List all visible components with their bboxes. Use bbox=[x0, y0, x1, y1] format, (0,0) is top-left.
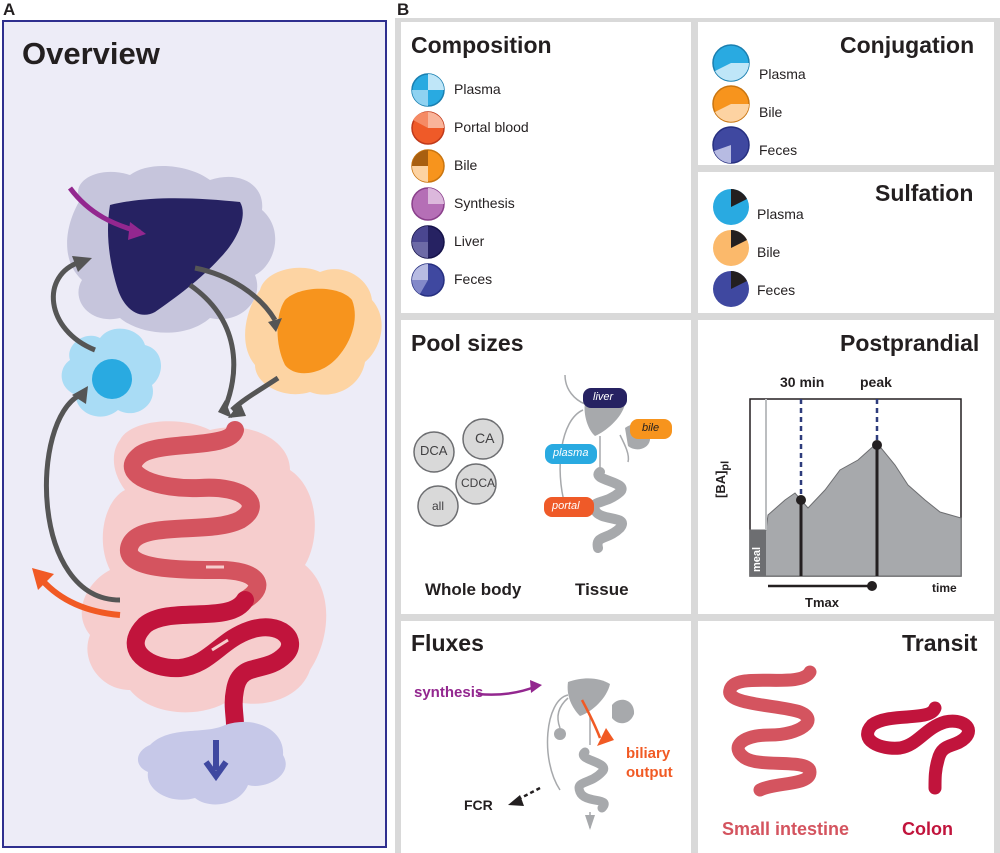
tissue-liver-label: liver bbox=[593, 391, 614, 403]
sulf-pie-plasma-icon bbox=[713, 189, 749, 225]
conjugation-legend-feces: Feces bbox=[759, 142, 798, 158]
fluxes-biliary-label-1: biliary bbox=[626, 745, 671, 762]
conj-pie-feces-icon bbox=[712, 126, 750, 164]
fluxes-biliary-label-2: output bbox=[626, 764, 673, 781]
sulfation-legend-feces: Feces bbox=[757, 282, 796, 298]
transit-colon-label: Colon bbox=[902, 819, 953, 839]
fluxes-title: Fluxes bbox=[411, 630, 484, 656]
pool-circle-ca bbox=[462, 418, 504, 460]
postprandial-30min-label: 30 min bbox=[780, 374, 825, 390]
composition-legend-liver: Liver bbox=[454, 233, 485, 249]
marker-peak-dot bbox=[872, 440, 882, 450]
conj-pie-bile-icon bbox=[712, 85, 750, 123]
flux-liver-shape bbox=[567, 678, 610, 716]
meal-bar bbox=[750, 530, 766, 576]
composition-legend-feces: Feces bbox=[454, 271, 493, 287]
composition-title: Composition bbox=[411, 32, 552, 58]
composition-legend-synthesis: Synthesis bbox=[454, 195, 515, 211]
recirculation-arrow-icon bbox=[39, 577, 121, 618]
flux-plasma-shape bbox=[554, 728, 566, 740]
whole-body-label: Whole body bbox=[425, 580, 522, 599]
flow-arrow-icon bbox=[211, 638, 229, 652]
panel-letter-b: B bbox=[397, 0, 410, 19]
pool-circle-cdca bbox=[455, 463, 497, 505]
overview-title: Overview bbox=[22, 36, 160, 71]
tmax-label: Tmax bbox=[805, 595, 839, 610]
gallbladder-organ bbox=[277, 288, 355, 374]
composition-legend-bile: Bile bbox=[454, 157, 478, 173]
flux-intestine-shape bbox=[574, 747, 609, 813]
pie-synthesis-icon bbox=[411, 187, 445, 221]
pie-bile-icon bbox=[411, 149, 445, 183]
transit-title: Transit bbox=[902, 630, 978, 656]
conjugation-legend-plasma: Plasma bbox=[759, 66, 806, 82]
transit-small-intestine-shape bbox=[723, 665, 817, 797]
pool-circle-dca bbox=[413, 431, 455, 473]
postprandial-xlabel: time bbox=[932, 581, 957, 595]
tissue-plasma-pill bbox=[545, 444, 597, 464]
sulfation-legend-bile: Bile bbox=[757, 244, 781, 260]
circulation-arrows-icon bbox=[43, 259, 280, 603]
pool-label-dca: DCA bbox=[420, 443, 448, 458]
pie-plasma-icon bbox=[411, 73, 445, 107]
sulf-pie-bile-icon bbox=[713, 230, 749, 266]
tissue-label: Tissue bbox=[575, 580, 629, 599]
composition-card bbox=[401, 22, 691, 313]
postprandial-peak-label: peak bbox=[860, 374, 892, 390]
transit-colon-shape bbox=[861, 701, 975, 795]
marker-30min-dot bbox=[796, 495, 806, 505]
tissue-plasma-label: plasma bbox=[553, 447, 589, 459]
tissue-intestine-shape bbox=[589, 467, 628, 553]
fluxes-fcr-label: FCR bbox=[464, 797, 493, 813]
postprandial-area bbox=[749, 442, 962, 577]
tissue-bile-pill bbox=[630, 419, 672, 439]
tissue-portal-pill bbox=[544, 497, 594, 517]
colon-overview bbox=[126, 591, 299, 734]
sulfation-legend-plasma: Plasma bbox=[757, 206, 804, 222]
pool-sizes-title: Pool sizes bbox=[411, 330, 524, 356]
pool-label-cdca: CDCA bbox=[461, 476, 496, 490]
fluxes-card bbox=[401, 621, 691, 853]
pool-label-ca: CA bbox=[475, 430, 495, 446]
pie-feces-icon bbox=[411, 263, 445, 297]
flux-bile-shape bbox=[612, 699, 635, 724]
pie-liver-icon bbox=[411, 225, 445, 259]
pool-circle-all bbox=[417, 485, 459, 527]
tissue-portal-label: portal bbox=[552, 500, 580, 512]
fluxes-synthesis-label: synthesis bbox=[414, 684, 484, 701]
feces-cloud bbox=[137, 721, 286, 805]
feces-arrow-icon bbox=[203, 740, 229, 782]
biliary-arrow-icon bbox=[580, 699, 602, 739]
conjugation-legend-bile: Bile bbox=[759, 104, 783, 120]
sulf-pie-feces-icon bbox=[713, 271, 749, 307]
pool-label-all: all bbox=[432, 499, 445, 513]
tissue-bile-label: bile bbox=[642, 422, 660, 434]
conj-pie-plasma-icon bbox=[712, 44, 750, 82]
small-intestine-overview bbox=[120, 421, 267, 609]
postprandial-title: Postprandial bbox=[840, 330, 980, 356]
sulfation-title: Sulfation bbox=[875, 180, 974, 206]
tissue-liver-pill bbox=[583, 388, 627, 408]
pie-portal-icon bbox=[411, 111, 445, 145]
panel-letter-a: A bbox=[3, 0, 16, 19]
transit-small-intestine-label: Small intestine bbox=[722, 819, 850, 839]
conjugation-title: Conjugation bbox=[840, 32, 975, 58]
plasma-compartment bbox=[92, 359, 132, 399]
composition-legend-plasma: Plasma bbox=[454, 81, 501, 97]
composition-legend-portal: Portal blood bbox=[454, 119, 529, 135]
pool-sizes-card bbox=[401, 320, 691, 614]
liver-organ bbox=[107, 198, 243, 315]
